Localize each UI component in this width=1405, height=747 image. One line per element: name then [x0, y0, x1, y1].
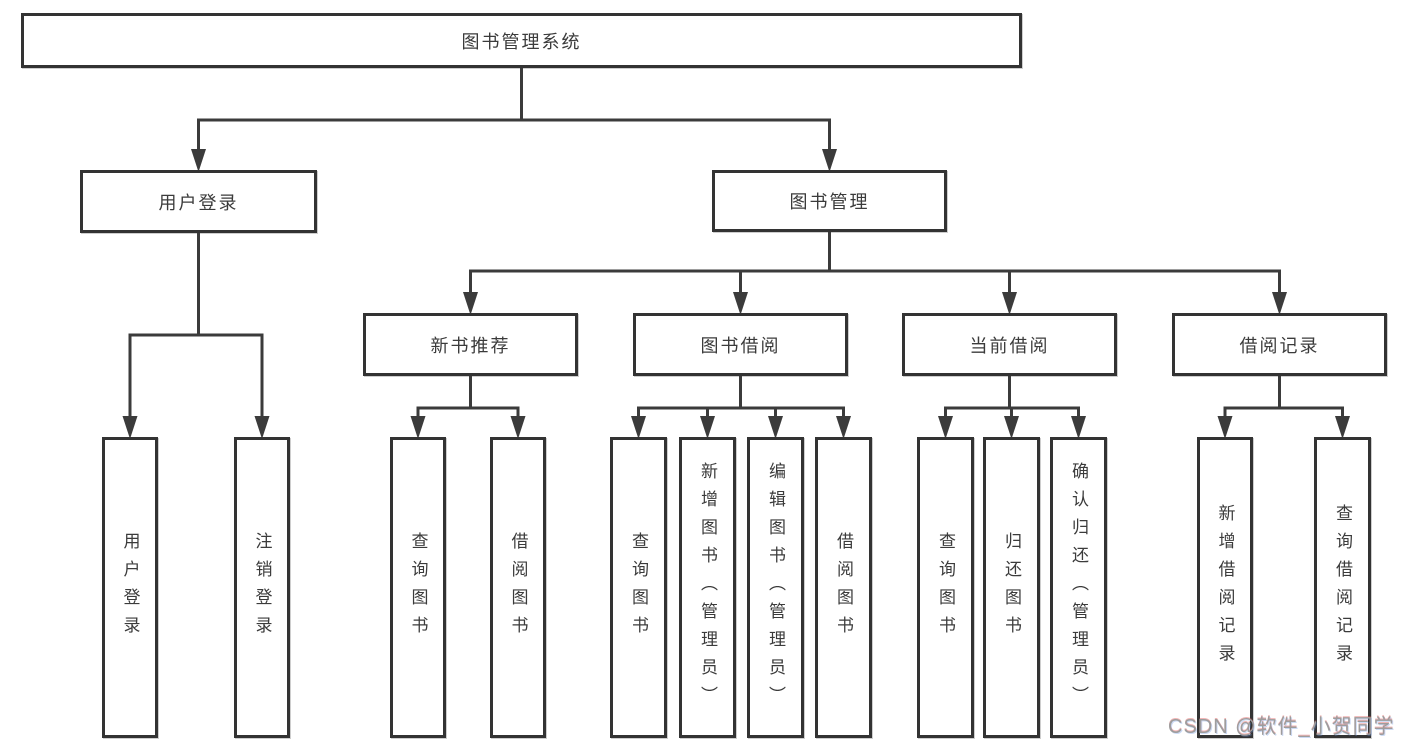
- arrowhead: [822, 149, 837, 172]
- arrowhead: [191, 149, 206, 172]
- node-add-book: 新增图书（管理员）: [679, 437, 736, 738]
- arrowhead: [631, 416, 646, 439]
- arrowhead: [768, 416, 783, 439]
- node-edit-book: 编辑图书（管理员）: [747, 437, 804, 738]
- node-add-borrow-record: 新增借阅记录: [1197, 437, 1253, 738]
- watermark: CSDN @软件_小贺同学: [1168, 716, 1395, 738]
- arrowhead: [254, 416, 270, 439]
- node-confirm-return: 确认归还（管理员）: [1050, 437, 1107, 738]
- arrowhead: [1335, 416, 1350, 439]
- arrowhead: [938, 416, 953, 439]
- arrowhead: [122, 416, 138, 439]
- node-query-book-2: 查询图书: [610, 437, 667, 738]
- arrowhead: [410, 416, 426, 439]
- node-query-book-1: 查询图书: [390, 437, 446, 738]
- arrowhead: [700, 416, 715, 439]
- node-borrow-records: 借阅记录: [1172, 313, 1387, 376]
- node-borrow-book-1: 借阅图书: [490, 437, 546, 738]
- node-return-book: 归还图书: [983, 437, 1040, 738]
- arrowhead: [1217, 416, 1233, 439]
- node-user-login-op: 用户登录: [102, 437, 158, 738]
- node-borrow-book-2: 借阅图书: [815, 437, 872, 738]
- arrowhead: [463, 292, 478, 315]
- node-user-login: 用户登录: [80, 170, 317, 233]
- node-root: 图书管理系统: [21, 13, 1022, 68]
- node-book-mgmt: 图书管理: [712, 170, 947, 232]
- arrowhead: [1004, 416, 1019, 439]
- arrowhead: [1071, 416, 1086, 439]
- arrowhead: [1002, 292, 1017, 315]
- node-logout-op: 注销登录: [234, 437, 290, 738]
- node-new-book-rec: 新书推荐: [363, 313, 578, 376]
- node-query-book-3: 查询图书: [917, 437, 974, 738]
- arrowhead: [733, 292, 748, 315]
- node-current-borrow: 当前借阅: [902, 313, 1117, 376]
- node-query-borrow-record: 查询借阅记录: [1314, 437, 1371, 738]
- arrowhead: [836, 416, 851, 439]
- arrowhead: [510, 416, 526, 439]
- node-book-borrow: 图书借阅: [633, 313, 848, 376]
- arrowhead: [1272, 292, 1287, 315]
